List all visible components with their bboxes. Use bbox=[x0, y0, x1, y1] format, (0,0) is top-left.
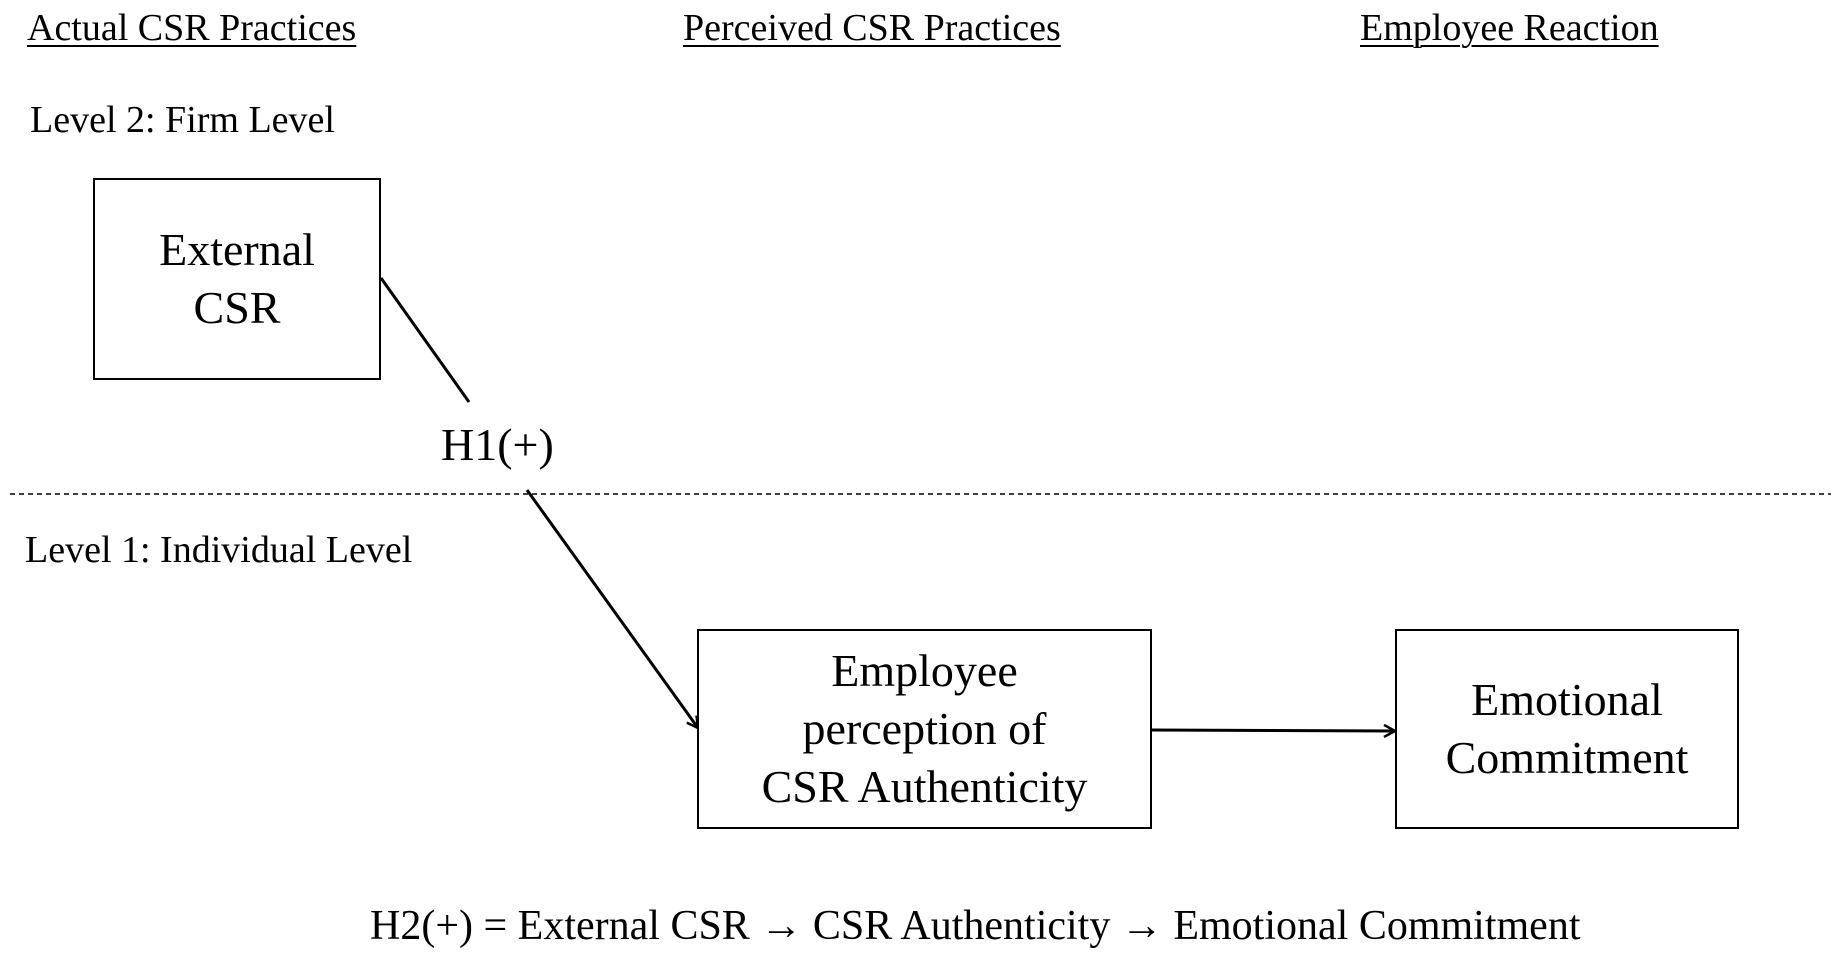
csr-authenticity-box: Employee perception of CSR Authenticity bbox=[697, 629, 1152, 829]
csr-authenticity-line-3: CSR Authenticity bbox=[761, 761, 1088, 812]
csr-authenticity-line-2: perception of bbox=[802, 703, 1047, 754]
external-csr-line-1: External bbox=[159, 224, 315, 275]
h1-label: H1(+) bbox=[441, 419, 554, 470]
h2-footer-text: H2(+) = External CSR → CSR Authenticity … bbox=[370, 903, 1581, 949]
emotional-commitment-box: Emotional Commitment bbox=[1395, 629, 1739, 829]
emotional-commitment-line-1: Emotional bbox=[1471, 674, 1663, 725]
external-csr-box: External CSR bbox=[93, 178, 381, 380]
h1-path-upper-segment bbox=[379, 277, 471, 403]
column-heading-actual-csr: Actual CSR Practices bbox=[27, 7, 357, 49]
column-heading-perceived-csr: Perceived CSR Practices bbox=[683, 7, 1061, 49]
external-csr-line-2: CSR bbox=[193, 282, 281, 333]
csr-authenticity-line-1: Employee bbox=[831, 645, 1018, 696]
authenticity-to-commitment-arrow bbox=[1151, 730, 1395, 731]
column-heading-employee-reaction: Employee Reaction bbox=[1360, 7, 1659, 49]
level-2-label: Level 2: Firm Level bbox=[30, 99, 335, 141]
level-1-label: Level 1: Individual Level bbox=[25, 529, 413, 571]
emotional-commitment-line-2: Commitment bbox=[1445, 732, 1689, 783]
h1-path-arrow bbox=[525, 489, 698, 728]
